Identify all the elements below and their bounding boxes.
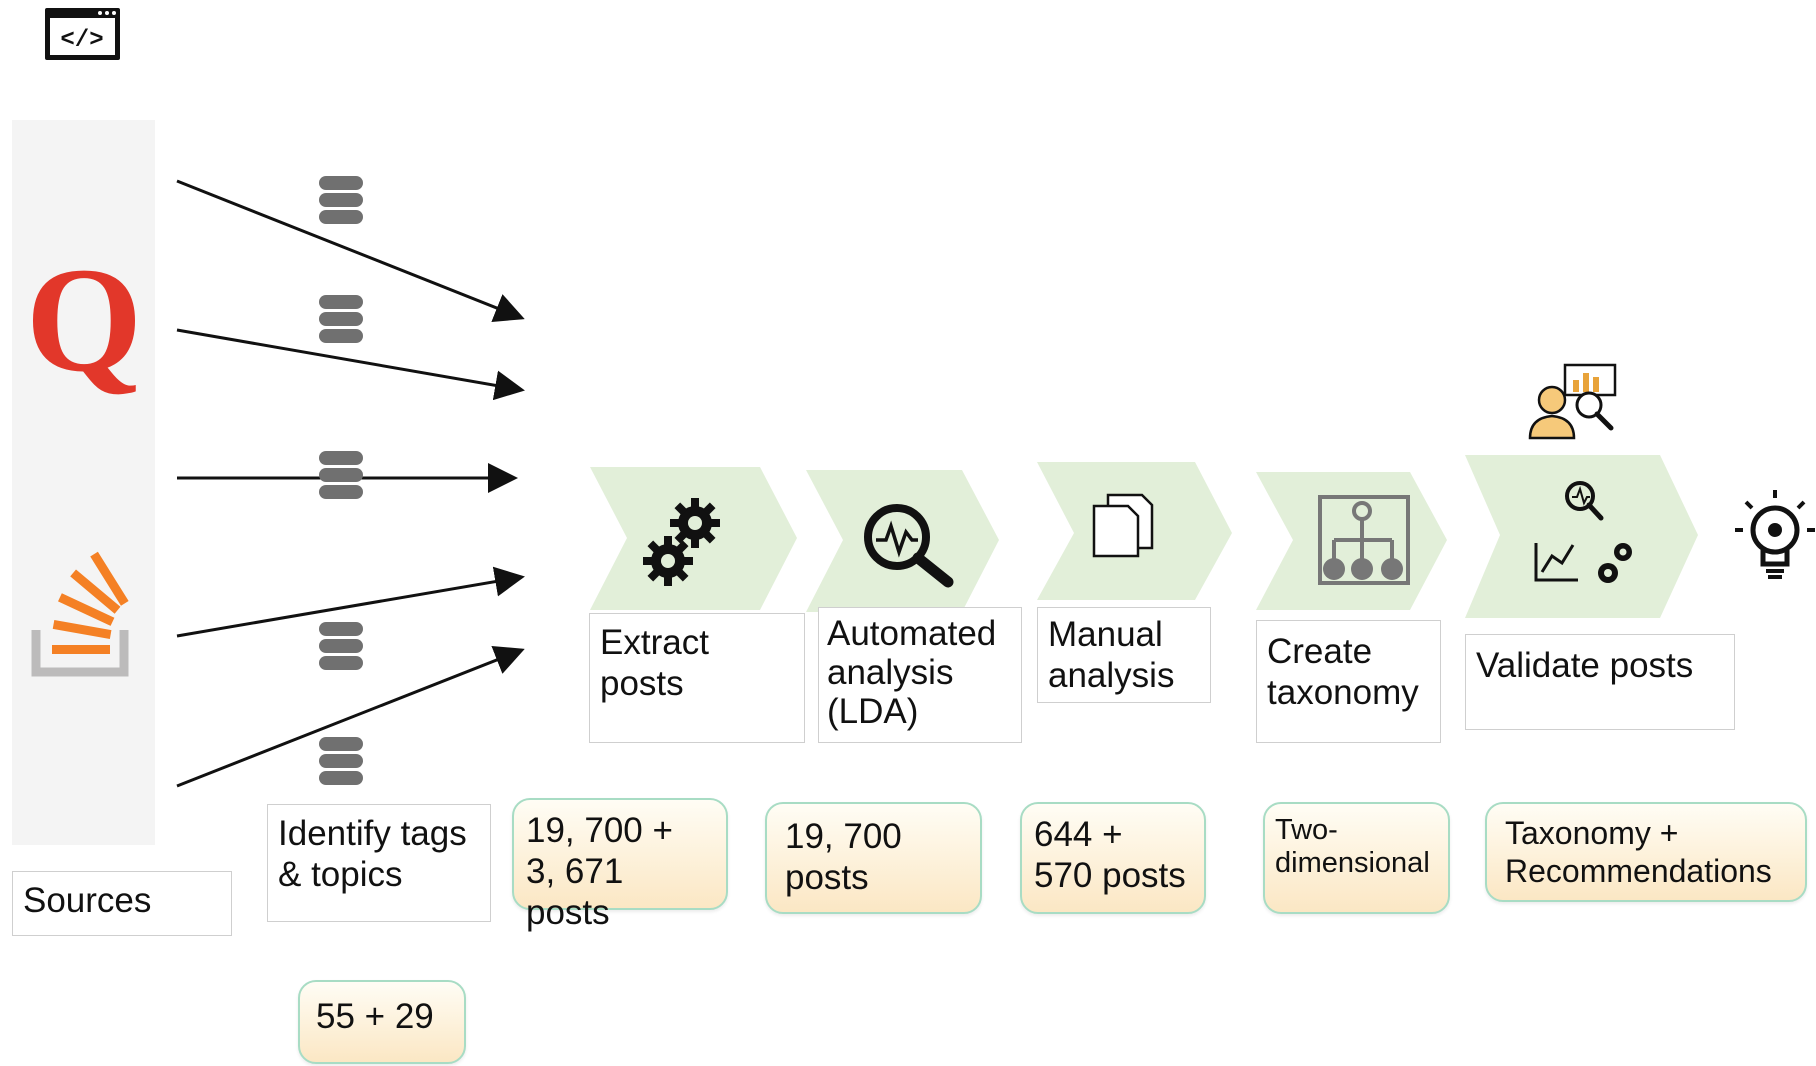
step-count-automated: 19, 700 posts bbox=[765, 802, 982, 914]
analysis-magnifier-icon bbox=[864, 504, 954, 588]
database-icon bbox=[319, 176, 363, 785]
documents-icon bbox=[1092, 493, 1154, 558]
step-label-manual: Manual analysis bbox=[1037, 607, 1211, 703]
step-count-manual: 644 + 570 posts bbox=[1020, 802, 1206, 914]
step-count-taxonomy: Two- dimensional bbox=[1263, 802, 1450, 914]
sources-label: Sources bbox=[12, 871, 232, 936]
database-icon bbox=[319, 176, 363, 224]
step-count-extract: 19, 700 + 3, 671 posts bbox=[512, 798, 728, 932]
database-icon bbox=[319, 737, 363, 785]
hierarchy-icon bbox=[1318, 495, 1410, 585]
database-icon bbox=[319, 451, 363, 499]
database-icon bbox=[319, 622, 363, 670]
step-count-validate: Taxonomy + Recommendations bbox=[1485, 802, 1807, 902]
sources-strip bbox=[12, 120, 155, 845]
lightbulb-icon bbox=[1735, 490, 1815, 579]
gears-icon bbox=[643, 498, 720, 586]
code-window-icon: </> bbox=[45, 8, 120, 60]
quora-logo-icon: Q bbox=[26, 237, 143, 403]
database-icon bbox=[319, 295, 363, 343]
stackoverflow-logo-icon bbox=[31, 551, 129, 677]
step-label-validate: Validate posts bbox=[1465, 634, 1735, 730]
analyst-icon bbox=[1528, 363, 1617, 440]
step-label-taxonomy: Create taxonomy bbox=[1256, 620, 1441, 743]
step-label-automated: Automated analysis (LDA) bbox=[818, 607, 1022, 743]
svg-text:</>: </> bbox=[60, 27, 103, 54]
identify-label: Identify tags & topics bbox=[267, 804, 491, 922]
svg-text:Q: Q bbox=[26, 237, 143, 403]
validation-icon bbox=[1534, 481, 1632, 583]
step-label-extract: Extract posts bbox=[589, 613, 805, 743]
source-arrows bbox=[176, 179, 525, 788]
identify-count: 55 + 29 bbox=[298, 980, 466, 1064]
